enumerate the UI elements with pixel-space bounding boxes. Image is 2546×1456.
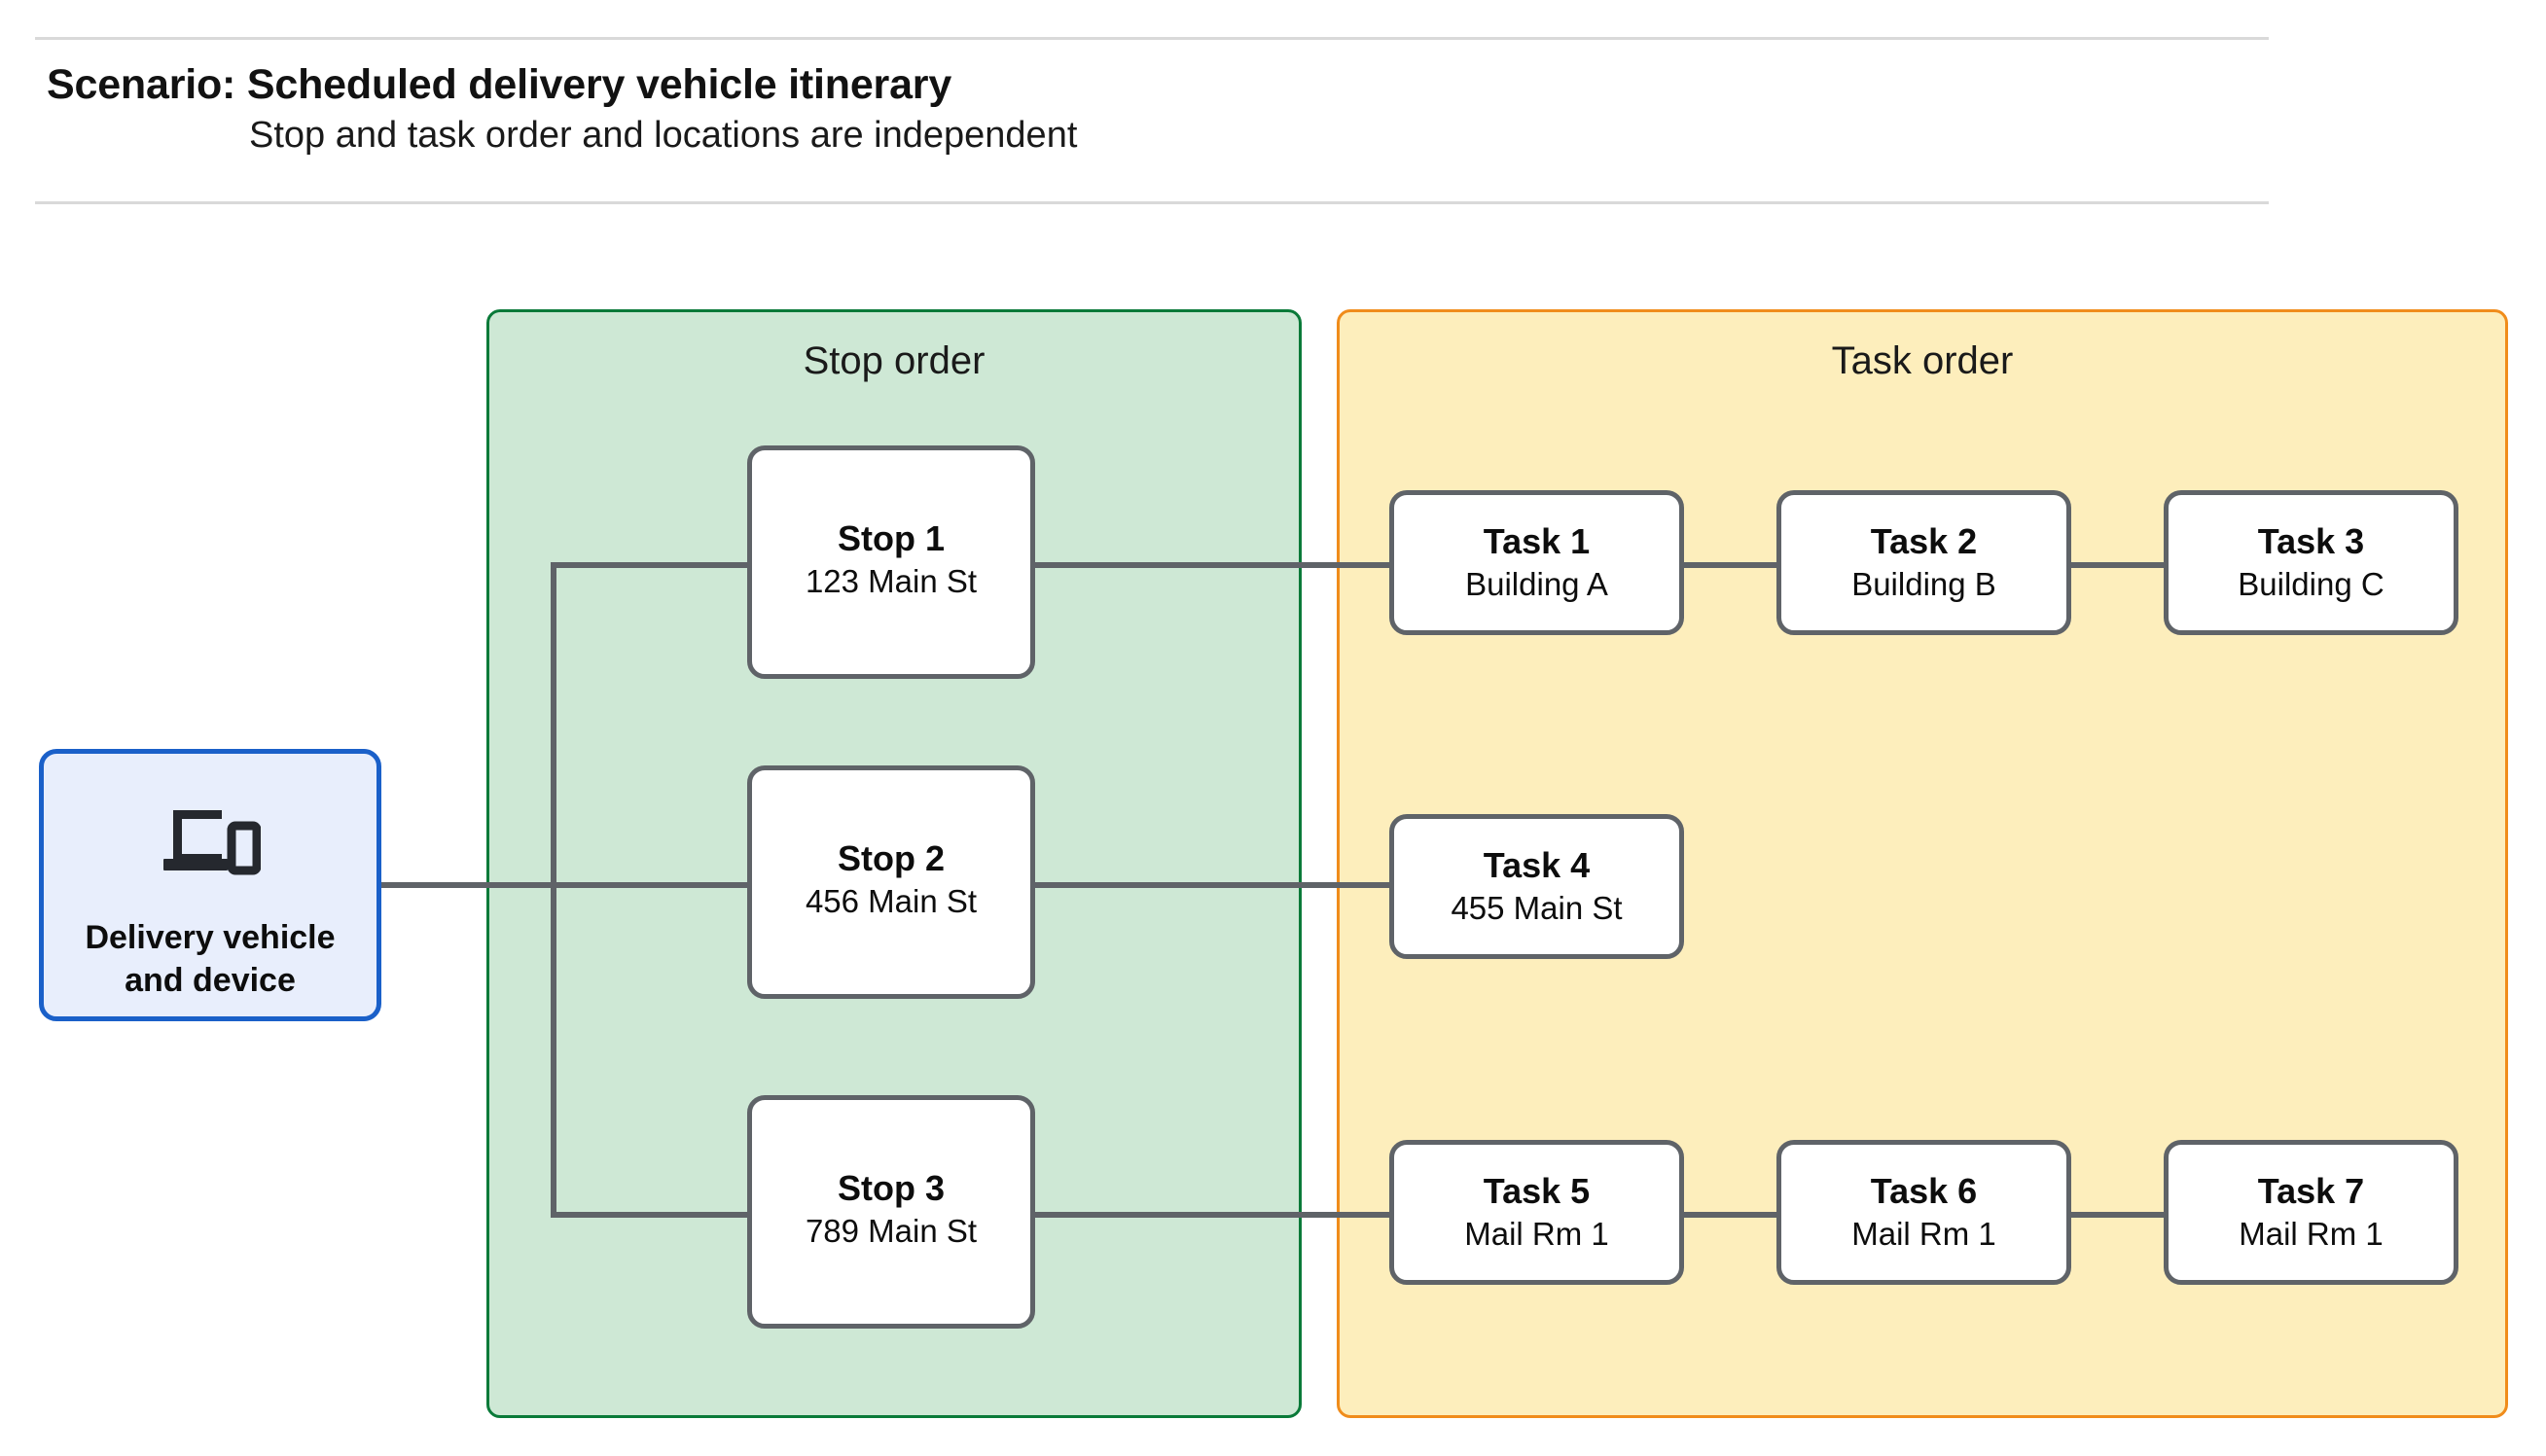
connector-stop-3-to-task-5 — [1031, 1212, 1393, 1218]
connector-stop-1-to-task-1 — [1031, 562, 1393, 568]
stop-node-title: Stop 1 — [837, 517, 945, 558]
task-node-1[interactable]: Task 1 Building A — [1389, 490, 1684, 635]
connector-trunk-to-stop-1 — [551, 562, 751, 568]
task-node-title: Task 6 — [1870, 1171, 1978, 1211]
connector-vehicle-to-trunk — [381, 882, 556, 888]
task-node-6[interactable]: Task 6 Mail Rm 1 — [1776, 1140, 2071, 1285]
delivery-vehicle-label-line2: and device — [125, 961, 296, 999]
connector-trunk-vertical — [551, 562, 556, 1218]
stop-node-location: 123 Main St — [805, 562, 978, 599]
stop-node-location: 456 Main St — [805, 882, 978, 919]
task-node-location: Mail Rm 1 — [2239, 1216, 2384, 1253]
delivery-vehicle-node[interactable]: Delivery vehicle and device — [39, 749, 381, 1021]
stop-node-title: Stop 3 — [837, 1167, 945, 1208]
devices-icon — [163, 810, 261, 875]
delivery-vehicle-label-line1: Delivery vehicle — [85, 919, 336, 956]
task-node-4[interactable]: Task 4 455 Main St — [1389, 814, 1684, 959]
connector-stop-2-to-task-4 — [1031, 882, 1393, 888]
connector-trunk-to-stop-3 — [551, 1212, 751, 1218]
task-node-title: Task 7 — [2257, 1171, 2365, 1211]
task-node-location: 455 Main St — [1451, 890, 1623, 927]
task-node-location: Mail Rm 1 — [1464, 1216, 1609, 1253]
task-node-title: Task 1 — [1483, 521, 1591, 561]
task-node-3[interactable]: Task 3 Building C — [2164, 490, 2458, 635]
connector-task-2-to-task-3 — [2066, 562, 2173, 568]
stop-node-title: Stop 2 — [837, 837, 945, 878]
stop-node-location: 789 Main St — [805, 1212, 978, 1249]
task-node-location: Building A — [1465, 566, 1608, 603]
task-node-location: Building B — [1851, 566, 1996, 603]
task-node-5[interactable]: Task 5 Mail Rm 1 — [1389, 1140, 1684, 1285]
header-divider-top — [35, 37, 2269, 40]
header-divider-bottom — [35, 201, 2269, 204]
task-node-title: Task 3 — [2257, 521, 2365, 561]
task-node-title: Task 5 — [1483, 1171, 1591, 1211]
connector-trunk-to-stop-2 — [551, 882, 751, 888]
task-node-title: Task 4 — [1483, 845, 1591, 885]
task-node-2[interactable]: Task 2 Building B — [1776, 490, 2071, 635]
page-subtitle: Stop and task order and locations are in… — [249, 115, 1078, 156]
page-title: Scenario: Scheduled delivery vehicle iti… — [47, 61, 952, 108]
stop-order-panel-title: Stop order — [803, 339, 986, 382]
stop-node-3[interactable]: Stop 3 789 Main St — [747, 1095, 1035, 1329]
task-node-title: Task 2 — [1870, 521, 1978, 561]
connector-task-5-to-task-6 — [1679, 1212, 1786, 1218]
connector-task-1-to-task-2 — [1679, 562, 1786, 568]
task-node-7[interactable]: Task 7 Mail Rm 1 — [2164, 1140, 2458, 1285]
task-node-location: Building C — [2238, 566, 2385, 603]
stop-node-2[interactable]: Stop 2 456 Main St — [747, 765, 1035, 999]
stop-node-1[interactable]: Stop 1 123 Main St — [747, 445, 1035, 679]
delivery-vehicle-label: Delivery vehicle and device — [73, 917, 346, 1002]
task-order-panel-title: Task order — [1831, 339, 2014, 382]
task-node-location: Mail Rm 1 — [1851, 1216, 1996, 1253]
connector-task-6-to-task-7 — [2066, 1212, 2173, 1218]
